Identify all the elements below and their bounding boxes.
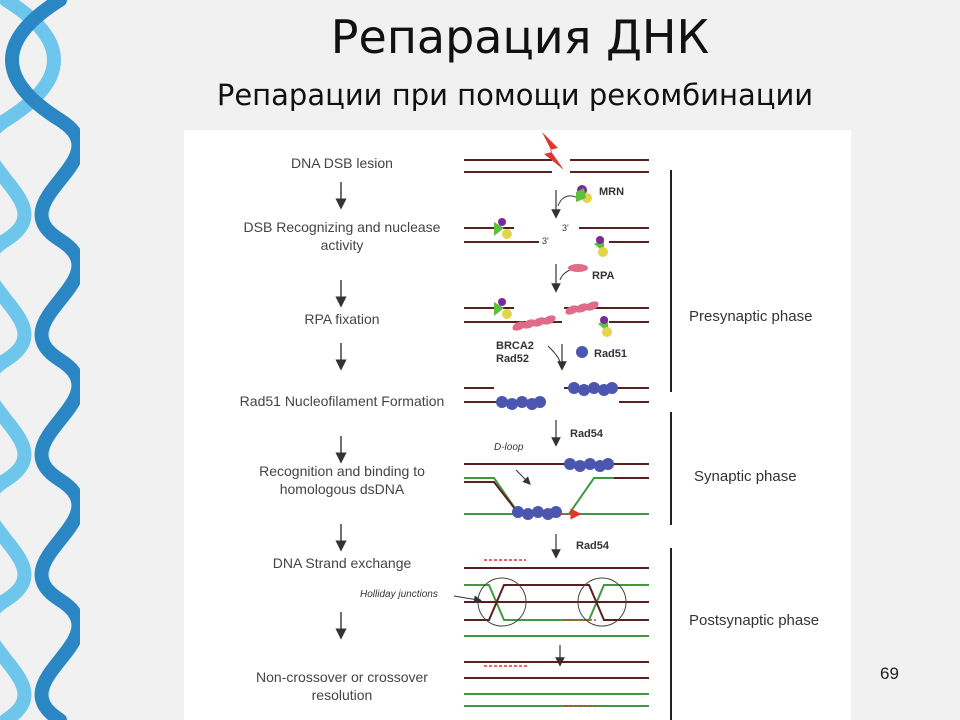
rad51-binding bbox=[547, 344, 588, 371]
phase-postsynaptic: Postsynaptic phase bbox=[689, 612, 820, 629]
dloop-graphic bbox=[464, 458, 649, 520]
step-nucleofilament: Rad51 Nucleofilament Formation bbox=[239, 393, 445, 409]
step-strand-exchange: DNA Strand exchange bbox=[272, 555, 412, 571]
label-rad54-a: Rad54 bbox=[570, 428, 604, 440]
label-rad51: Rad51 bbox=[594, 348, 628, 360]
resolution-graphic bbox=[464, 661, 649, 707]
label-rad54-b: Rad54 bbox=[576, 540, 610, 552]
nucleofilament-graphic bbox=[464, 382, 649, 410]
rpa-step-graphic bbox=[464, 298, 649, 337]
dsb-lesion-graphic bbox=[464, 132, 649, 173]
label-mrn: MRN bbox=[599, 186, 625, 198]
label-brca2: BRCA2 bbox=[496, 340, 534, 352]
rpa-binding bbox=[551, 264, 588, 293]
slide-subtitle: Репарации при помощи рекомбинации bbox=[216, 78, 814, 112]
label-rpa: RPA bbox=[592, 270, 615, 282]
slide-title: Репарация ДНК bbox=[330, 10, 710, 64]
label-3prime-bottom: 3' bbox=[542, 236, 549, 246]
nuclease-step-graphic bbox=[464, 218, 649, 257]
label-3prime-top: 3' bbox=[562, 223, 569, 233]
label-rad52: Rad52 bbox=[496, 353, 530, 365]
holliday-junctions-graphic bbox=[453, 559, 649, 637]
step-dsb-recognizing: DSB Recognizing and nuclease activity bbox=[243, 219, 441, 253]
mrn-binding bbox=[551, 185, 592, 219]
dna-helix-decoration bbox=[0, 0, 80, 720]
diagram-graphics bbox=[335, 132, 672, 720]
step-recognition-binding: Recognition and binding to homologous ds… bbox=[259, 463, 425, 497]
phase-presynaptic: Presynaptic phase bbox=[689, 308, 813, 325]
step-dsb-lesion: DNA DSB lesion bbox=[291, 155, 393, 171]
lightning-bolt-icon bbox=[542, 132, 564, 170]
step-resolution: Non-crossover or crossover resolution bbox=[256, 669, 428, 703]
label-dloop: D-loop bbox=[494, 442, 524, 453]
page-number: 69 bbox=[880, 664, 899, 683]
label-holliday: Holliday junctions bbox=[360, 589, 438, 600]
recombination-repair-diagram: DNA DSB lesion DSB Recognizing and nucle… bbox=[184, 130, 851, 720]
step-rpa-fixation: RPA fixation bbox=[304, 311, 380, 327]
phase-synaptic: Synaptic phase bbox=[694, 468, 797, 485]
